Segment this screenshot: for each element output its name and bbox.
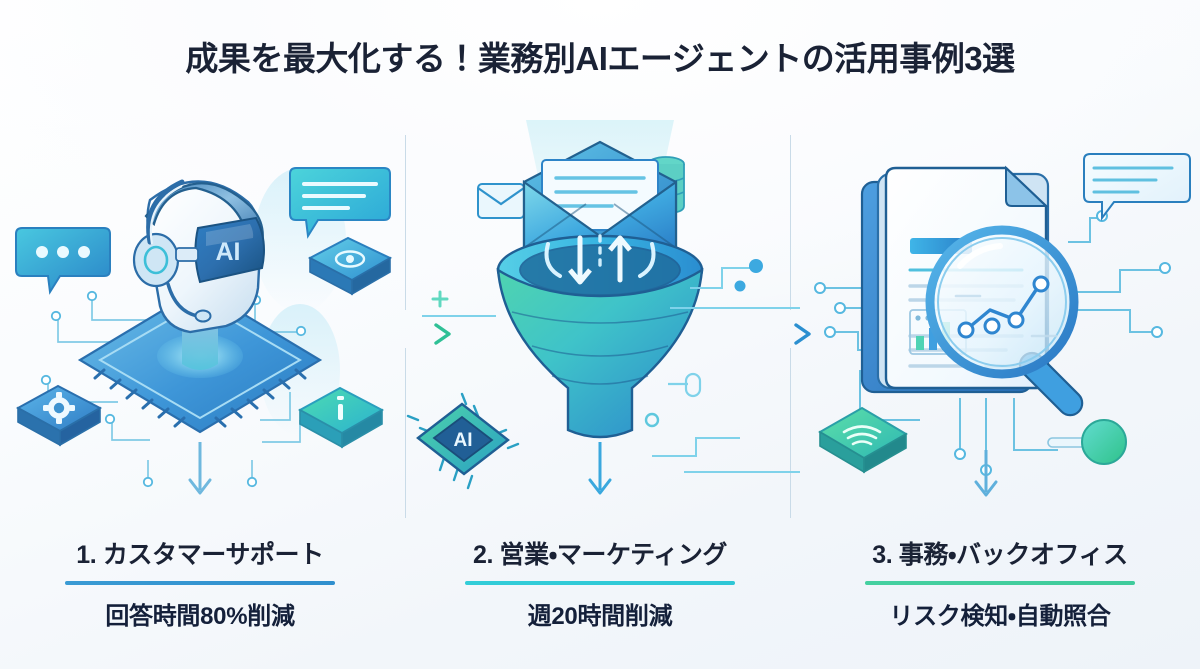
speech-bubble-icon (1083, 153, 1191, 221)
down-arrow-icon (974, 450, 998, 497)
caption-heading: 1. カスタマーサポート (76, 541, 324, 569)
chat-bubble-lines (289, 167, 391, 239)
tile-info-icon (297, 386, 385, 449)
caption-back-office: 3. 事務・バックオフィス リスク検知・自動照合 (800, 535, 1200, 631)
illustration-sales-funnel-email: AI (400, 120, 800, 505)
caption-heading: 3. 事務・バックオフィス (872, 541, 1128, 569)
tile-monitor-icon (307, 236, 393, 296)
down-arrow-icon (188, 442, 212, 495)
chat-bubble-dots (15, 227, 111, 295)
funnel-icon (496, 234, 704, 439)
flow-arrow-2 (672, 322, 820, 346)
small-envelope-icon (477, 183, 525, 219)
caption-subtext: 週20時間削減 (527, 603, 673, 630)
flow-arrow-1 (350, 322, 460, 346)
caption-rule (865, 581, 1135, 585)
svg-text:AI: AI (216, 238, 241, 266)
status-dot-icon (1047, 419, 1127, 465)
ai-chip-icon: AI (406, 392, 520, 490)
column-divider-1-bottom (405, 348, 406, 518)
page-title: 成果を最大化する！業務別AIエージェントの活用事例3選 (185, 40, 1015, 77)
magnifier-icon (925, 225, 1084, 417)
column-divider-1-top (405, 135, 406, 310)
column-customer-support[interactable]: AI (0, 112, 400, 669)
caption-customer-support: 1. カスタマーサポート 回答時間80%削減 (0, 535, 400, 631)
caption-subtext: 回答時間80%削減 (105, 603, 295, 630)
illustration-documents-magnifier (800, 120, 1200, 505)
title-bar: 成果を最大化する！業務別AIエージェントの活用事例3選 (0, 0, 1200, 112)
down-arrow-icon (588, 442, 612, 495)
envelope-icon (522, 140, 678, 250)
column-divider-2-top (790, 135, 791, 310)
caption-heading: 2. 営業・マーケティング (472, 541, 728, 569)
tile-signal-icon (818, 406, 908, 474)
tile-gear-icon (15, 384, 103, 447)
column-sales-marketing[interactable]: AI (400, 112, 800, 669)
svg-text:AI: AI (454, 430, 473, 451)
column-divider-2-bottom (790, 348, 791, 518)
caption-rule (465, 581, 735, 585)
caption-sales-marketing: 2. 営業・マーケティング 週20時間削減 (400, 535, 800, 631)
caption-subtext: リスク検知・自動照合 (889, 603, 1111, 630)
caption-rule (65, 581, 335, 585)
illustration-ai-agent-headset-chip: AI (0, 120, 400, 505)
column-back-office[interactable]: 3. 事務・バックオフィス リスク検知・自動照合 (800, 112, 1200, 669)
columns-container: AI (0, 112, 1200, 669)
